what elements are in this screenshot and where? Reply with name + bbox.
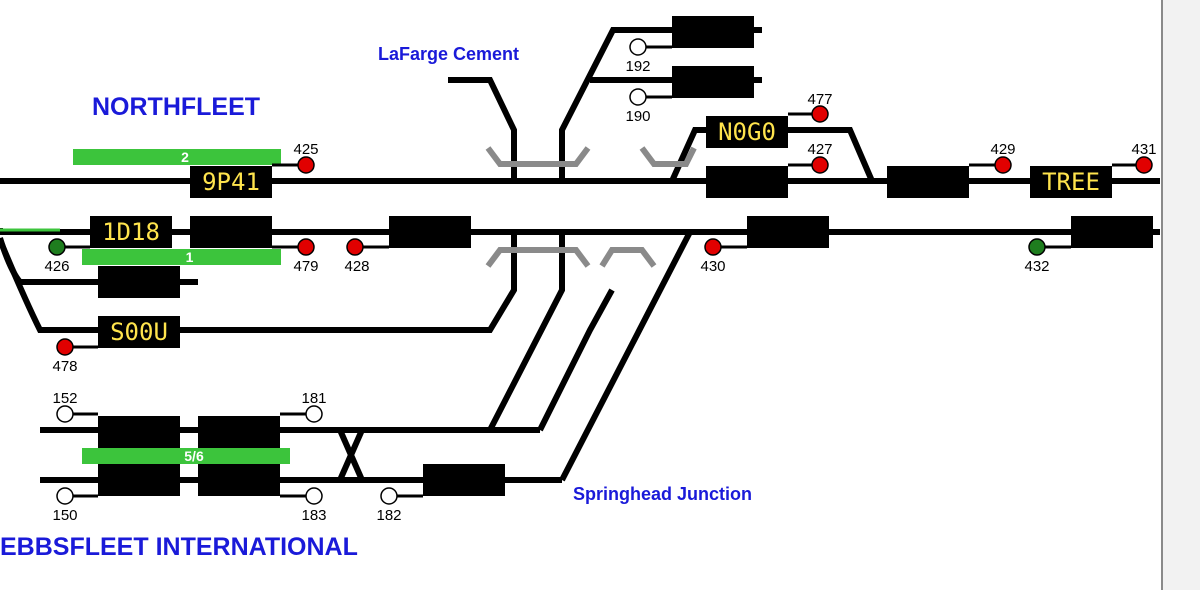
station-label-northfleet: NORTHFLEET [92,93,261,121]
train-berth[interactable] [98,266,180,298]
train-description: 9P41 [202,168,260,196]
location-label-lafarge-cement: LaFarge Cement [378,44,520,64]
signal-number: 426 [44,258,69,275]
signal-number: 192 [625,58,650,75]
signal-head-478-red[interactable] [56,338,74,356]
signal-layer: 425 426 479 428 478 477 427 429 431 430 432 192 190 1… [44,38,1157,524]
signal-head-429-red[interactable] [994,156,1012,174]
signal-head-426-green[interactable] [48,238,66,256]
crossover-b [337,428,365,482]
platform-label: 1 [186,249,194,265]
train-berth[interactable] [98,464,180,496]
train-description: 1D18 [102,218,160,246]
signal-number: 182 [376,507,401,524]
platform-bar [82,249,281,265]
signal-number: 431 [1131,141,1156,158]
signal-head-183-off[interactable] [305,487,323,505]
signal-number: 477 [807,91,832,108]
signal-number: 432 [1024,258,1049,275]
platform-edge-lafarge [485,146,591,167]
train-berth[interactable] [747,216,829,248]
train-berth[interactable] [90,216,172,248]
train-berth[interactable] [389,216,471,248]
signal-number: 150 [52,507,77,524]
train-berth[interactable] [672,16,754,48]
springhead-c [559,230,693,482]
signal-head-192-off[interactable] [629,38,647,56]
train-berth[interactable] [190,216,272,248]
signal-head-428-red[interactable] [346,238,364,256]
platform-layer: 2 1 5/6 [73,149,290,464]
signal-head-152-off[interactable] [56,405,74,423]
platform-bar [82,448,290,464]
signal-number: 430 [700,258,725,275]
platform-edge-springhead-b [599,247,657,268]
train-description: N0G0 [718,118,776,146]
signal-head-431-red[interactable] [1135,156,1153,174]
platform-label: 2 [181,149,189,165]
signal-number: 427 [807,141,832,158]
signal-head-479-red[interactable] [297,238,315,256]
signal-number: 479 [293,258,318,275]
signal-head-432-green[interactable] [1028,238,1046,256]
train-berth[interactable] [887,166,969,198]
train-berth[interactable] [706,116,788,148]
lafarge-right [559,27,762,181]
signal-head-150-off[interactable] [56,487,74,505]
springhead-a [487,232,565,432]
signal-number: 190 [625,108,650,125]
s00u-loop [0,232,517,333]
platform-edge-nogo [639,146,697,167]
train-berth[interactable] [98,316,180,348]
station-label-ebbsfleet-international: EBBSFLEET INTERNATIONAL [0,533,358,561]
signal-head-182-off[interactable] [380,487,398,505]
train-berth[interactable] [1030,166,1112,198]
train-berth[interactable] [706,166,788,198]
vertical-scrollbar[interactable] [1161,0,1200,590]
signal-number: 425 [293,141,318,158]
train-berth[interactable] [198,464,280,496]
train-berth[interactable] [672,66,754,98]
signal-number: 183 [301,507,326,524]
signal-head-430-red[interactable] [704,238,722,256]
train-berth[interactable] [198,416,280,448]
springhead-b [537,288,615,432]
train-berth[interactable] [190,166,272,198]
signal-number: 478 [52,358,77,375]
platform-bar [73,149,281,165]
platform-label: 5/6 [184,448,204,464]
signal-number: 429 [990,141,1015,158]
signal-number: 428 [344,258,369,275]
location-label-springhead-junction: Springhead Junction [573,484,753,504]
train-berth[interactable] [98,416,180,448]
train-berth[interactable] [1071,216,1153,248]
signal-head-425-red[interactable] [297,156,315,174]
signal-number: 181 [301,390,326,407]
platform-edge-springhead-a [485,247,591,268]
train-description: TREE [1042,168,1100,196]
signal-head-427-red[interactable] [811,156,829,174]
train-description: S00U [110,318,168,346]
signal-head-190-off[interactable] [629,88,647,106]
signal-head-181-off[interactable] [305,405,323,423]
signal-head-477-red[interactable] [811,105,829,123]
signal-number: 152 [52,390,77,407]
train-berth[interactable] [423,464,505,496]
lafarge-left [448,77,517,181]
